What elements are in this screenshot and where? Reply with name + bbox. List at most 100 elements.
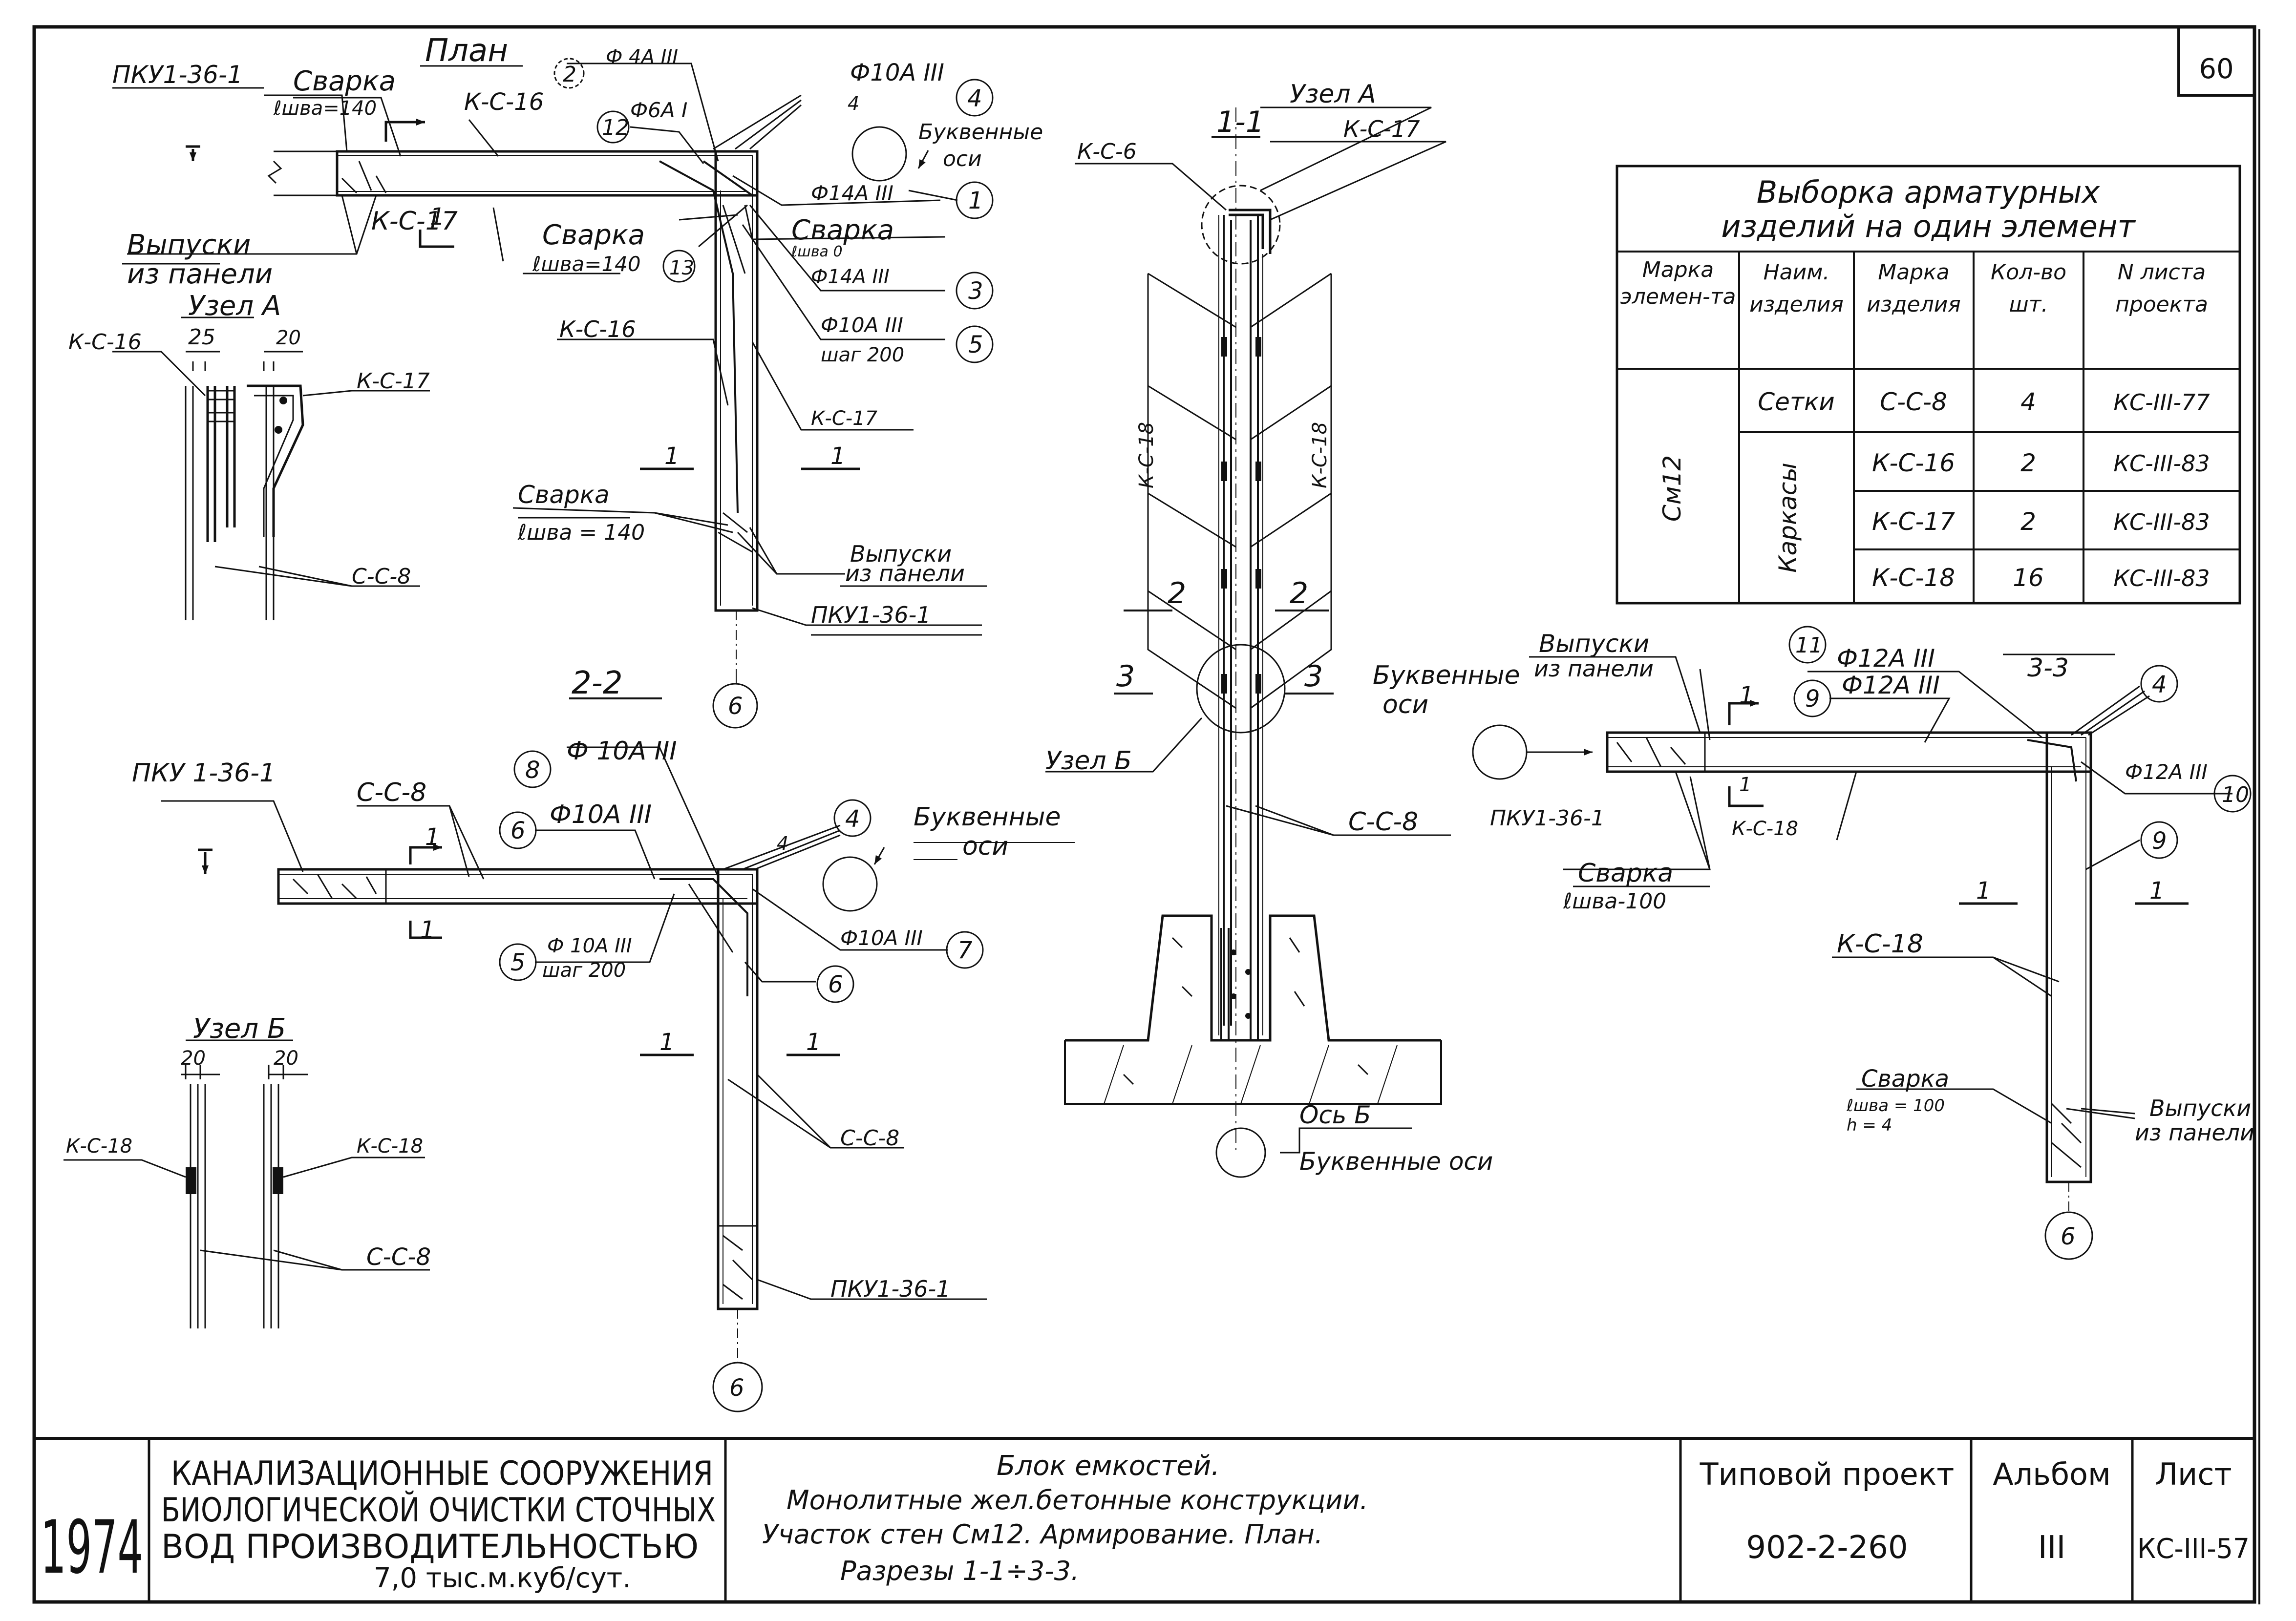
- stamp-album-label: Альбом: [1993, 1456, 2111, 1492]
- label-osi: оси: [943, 147, 982, 171]
- label-phi10a3-b: Ф10А III: [821, 313, 903, 337]
- label-bukv-osi: Буквенные: [918, 120, 1043, 145]
- label-vypuski-v: Выпуски: [850, 541, 952, 567]
- label-bukv-os: Буквенные оси: [1299, 1147, 1493, 1176]
- label-vypuski-33v: Выпуски: [2149, 1095, 2251, 1121]
- sheet-number: 60: [2199, 53, 2233, 85]
- label-ks18-left: К-С-18: [1135, 422, 1158, 488]
- label-cc8-a: С-С-8: [352, 564, 411, 589]
- label-ks18-33: К-С-18: [1732, 818, 1798, 840]
- section-mark-1g: 1: [1739, 682, 1754, 709]
- label-lshva-v: ℓшва = 140: [517, 520, 645, 545]
- label-dim4: 4: [848, 93, 859, 114]
- label-pku-plan: ПКУ1-36-1: [112, 61, 243, 89]
- label-iz-paneli-v: из панели: [845, 560, 965, 587]
- plan-view: [112, 58, 994, 729]
- label-ks17-11: К-С-17: [1343, 116, 1420, 142]
- label-cc8-22: С-С-8: [357, 778, 426, 807]
- label-pku-v: ПКУ1-36-1: [811, 602, 931, 628]
- balloon-8-text: 8: [525, 757, 540, 784]
- label-svarka-v: Сварка: [518, 481, 610, 509]
- section-mark-1e: 1: [659, 1029, 675, 1056]
- section-mark-1a: 1: [664, 442, 680, 470]
- label-os-b: Ось Б: [1299, 1101, 1371, 1129]
- label-h4: h = 4: [1847, 1116, 1892, 1135]
- plan-title: План: [425, 33, 508, 69]
- stamp-project-value: 902-2-260: [1746, 1530, 1908, 1566]
- label-ks6: К-С-6: [1077, 139, 1137, 164]
- stamp-org-line4: 7,0 тыс.м.куб/сут.: [374, 1562, 631, 1594]
- outer-frame: [32, 25, 2256, 1604]
- rebar-schedule-table: Выборка арматурных изделий на один элеме…: [1616, 165, 2241, 605]
- label-phi14a3-b: Ф14А III: [811, 266, 890, 288]
- label-svarka-2: Сварка: [542, 219, 645, 251]
- label-lshva-3: ℓшва 0: [791, 243, 843, 260]
- row2-sheet: КС-III-83: [2113, 450, 2210, 477]
- row2-qty: 2: [2020, 449, 2036, 477]
- section-mark-1: 1: [430, 203, 445, 231]
- stamp-org-line1: КАНАЛИЗАЦИОННЫЕ СООРУЖЕНИЯ: [171, 1454, 713, 1493]
- row3-qty: 2: [2020, 507, 2036, 536]
- section-mark-2a: 2: [1168, 576, 1186, 611]
- section-mark-1h: 1: [1739, 774, 1751, 796]
- label-phi12-9: Ф12А III: [1842, 671, 1940, 699]
- header-item-name: Наим. изделия: [1749, 260, 1844, 317]
- label-phi4a3-top: Ф 4А III: [606, 46, 678, 68]
- label-phi6a1: Ф6А I: [630, 98, 687, 122]
- balloon-5b-text: 5: [510, 949, 526, 976]
- label-lshva-2: ℓшва=140: [532, 252, 641, 276]
- balloon-3-text: 3: [968, 277, 983, 305]
- section-1-1: [1045, 106, 1451, 1178]
- label-lshva-140: ℓшва=140: [273, 97, 377, 120]
- stamp-desc-line2: Монолитные жел.бетонные конструкции.: [787, 1485, 1368, 1516]
- title-uzel-b: Узел Б: [193, 1013, 286, 1045]
- label-ks18-b1: К-С-18: [66, 1135, 132, 1158]
- stamp-album-value: III: [2038, 1530, 2066, 1566]
- label-bukv-22: Буквенные: [914, 802, 1061, 832]
- node-b-detail: [64, 1039, 430, 1328]
- label-cc8-b: С-С-8: [366, 1243, 431, 1271]
- row4-mark: К-С-18: [1872, 564, 1955, 592]
- balloon-11-text: 11: [1795, 633, 1823, 658]
- label-ks16-plan: К-С-16: [464, 88, 544, 116]
- header-element-mark: Марка элемен-та: [1620, 257, 1736, 309]
- label-dim4-22: 4: [777, 833, 788, 854]
- row2-mark: К-С-16: [1872, 449, 1955, 477]
- label-d25: 25: [188, 325, 215, 350]
- stamp-desc-line3: Участок стен См12. Армирование. План.: [762, 1519, 1323, 1550]
- sheet-number-box: 60: [2177, 27, 2254, 97]
- label-ks16-v: К-С-16: [559, 316, 636, 342]
- balloon-5-text: 5: [968, 331, 983, 358]
- balloon-6c-text: 6: [828, 971, 843, 998]
- label-d20: 20: [276, 327, 301, 349]
- title-uzel-a: Узел А: [188, 290, 281, 322]
- table-group-setki: Сетки: [1758, 388, 1835, 416]
- label-bukv-33: Буквенные: [1373, 661, 1520, 690]
- label-iz-paneli: из панели: [127, 258, 273, 290]
- label-iz-paneli-33v: из панели: [2135, 1119, 2254, 1146]
- row4-qty: 16: [2013, 564, 2044, 592]
- table-title-line2: изделий на один элемент: [1721, 209, 2136, 244]
- section-2-2-labels: 2-2 ПКУ 1-36-1 С-С-8 8 Ф 10А III Ф10А II…: [132, 665, 1061, 1402]
- stamp-sheet-label: Лист: [2155, 1456, 2232, 1492]
- section-3-3-title: 3-3: [2027, 653, 2069, 683]
- label-d20-b1: 20: [181, 1047, 206, 1070]
- row1-mark: С-С-8: [1880, 388, 1947, 416]
- row3-mark: К-С-17: [1872, 507, 1955, 536]
- stamp-project-label: Типовой проект: [1700, 1456, 1955, 1492]
- label-svarka-3: Сварка: [791, 214, 894, 246]
- balloon-9b-text: 9: [2152, 827, 2167, 855]
- header-item-mark: Марка изделия: [1867, 260, 1961, 317]
- label-lshva-33v: ℓшва = 100: [1846, 1096, 1945, 1116]
- label-vypuski-33: Выпуски: [1539, 630, 1649, 658]
- section-mark-3a: 3: [1116, 659, 1135, 694]
- label-ks18-33v: К-С-18: [1837, 929, 1923, 959]
- label-uzel-a2: Узел А: [1290, 80, 1376, 109]
- label-d20-b2: 20: [274, 1047, 298, 1070]
- label-osi-22: оси: [962, 832, 1008, 861]
- table-element-smark: См12: [1658, 455, 1686, 522]
- label-phi12-11: Ф12А III: [1837, 644, 1935, 673]
- label-lshva-33: ℓшва-100: [1563, 889, 1666, 914]
- stamp-sheet-value: КС-III-57: [2137, 1533, 2250, 1565]
